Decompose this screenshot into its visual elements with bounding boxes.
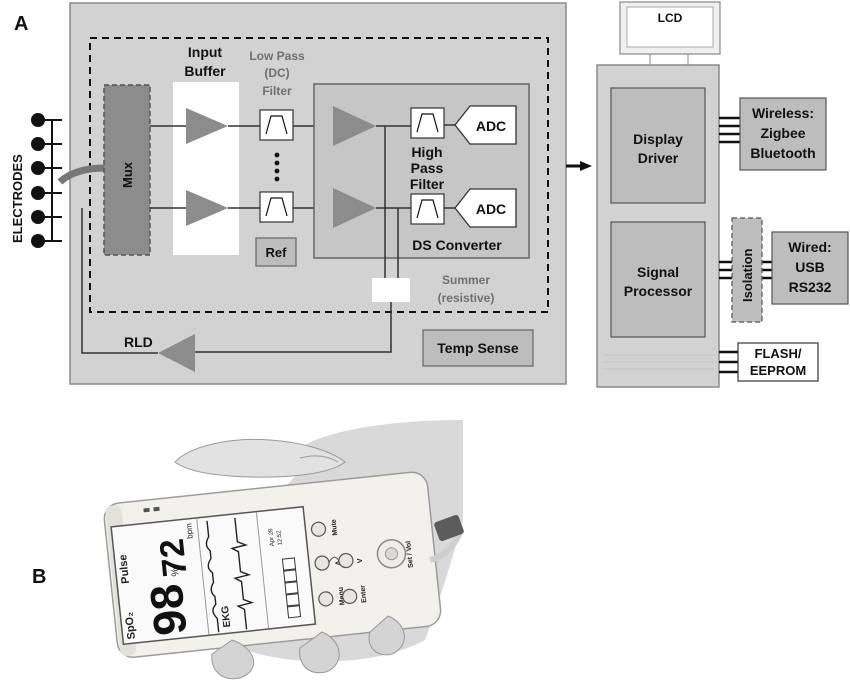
adc-bottom-label: ADC <box>476 201 506 217</box>
wireless-label-1: Wireless: <box>752 105 814 121</box>
low-pass-label-3: Filter <box>262 84 292 98</box>
board-link-arrow <box>580 161 592 171</box>
high-pass-filter-bottom <box>411 194 444 224</box>
isolation-label: Isolation <box>740 248 755 302</box>
electrode-1 <box>31 113 45 127</box>
mux-label: Mux <box>120 161 135 188</box>
electrode-6 <box>31 234 45 248</box>
led-indicator-2 <box>153 507 159 512</box>
lcd-label: LCD <box>658 11 683 25</box>
pulse-value: 72 <box>153 537 195 579</box>
wireless-label-3: Bluetooth <box>750 145 815 161</box>
low-pass-filter-top <box>260 110 293 140</box>
input-buffer-block <box>173 82 239 255</box>
input-buffer-label-1: Input <box>188 44 223 60</box>
summer-label-1: Summer <box>442 273 490 287</box>
display-driver-label-1: Display <box>633 131 683 147</box>
pulse-unit: bpm <box>184 522 195 539</box>
wireless-label-2: Zigbee <box>760 125 805 141</box>
led-indicator-1 <box>143 508 149 513</box>
ekg-label: EKG <box>220 605 233 628</box>
high-pass-label-1: High <box>411 144 442 160</box>
high-pass-filter-top <box>411 108 444 138</box>
electrode-2 <box>31 137 45 151</box>
panel-a-letter: A <box>14 13 28 35</box>
low-pass-filter-bottom <box>260 192 293 222</box>
temp-sense-label: Temp Sense <box>437 340 519 356</box>
summer-block <box>372 278 410 302</box>
spo2-value: 98 <box>140 582 197 638</box>
ds-converter-label: DS Converter <box>412 237 502 253</box>
electrodes-group <box>31 113 62 248</box>
electrode-3 <box>31 161 45 175</box>
ref-label: Ref <box>266 245 288 260</box>
electrode-5 <box>31 210 45 224</box>
high-pass-label-2: Pass <box>411 160 444 176</box>
wired-label-1: Wired: <box>788 239 831 255</box>
signal-processor-label-1: Signal <box>637 264 679 280</box>
electrode-4 <box>31 186 45 200</box>
adc-top-label: ADC <box>476 118 506 134</box>
high-pass-label-3: Filter <box>410 176 445 192</box>
panel-b-letter: B <box>32 566 46 588</box>
low-pass-label-2: (DC) <box>264 66 289 80</box>
signal-processor-label-2: Processor <box>624 283 693 299</box>
wired-label-3: RS232 <box>789 279 832 295</box>
flash-label-1: FLASH/ <box>755 346 802 361</box>
wired-label-2: USB <box>795 259 825 275</box>
display-driver-label-2: Driver <box>638 150 679 166</box>
flash-label-2: EEPROM <box>750 363 806 378</box>
input-buffer-label-2: Buffer <box>184 63 226 79</box>
low-pass-label-1: Low Pass <box>249 49 305 63</box>
rld-label: RLD <box>124 334 153 350</box>
electrodes-label: ELECTRODES <box>10 154 25 243</box>
summer-label-2: (resistive) <box>438 291 495 305</box>
